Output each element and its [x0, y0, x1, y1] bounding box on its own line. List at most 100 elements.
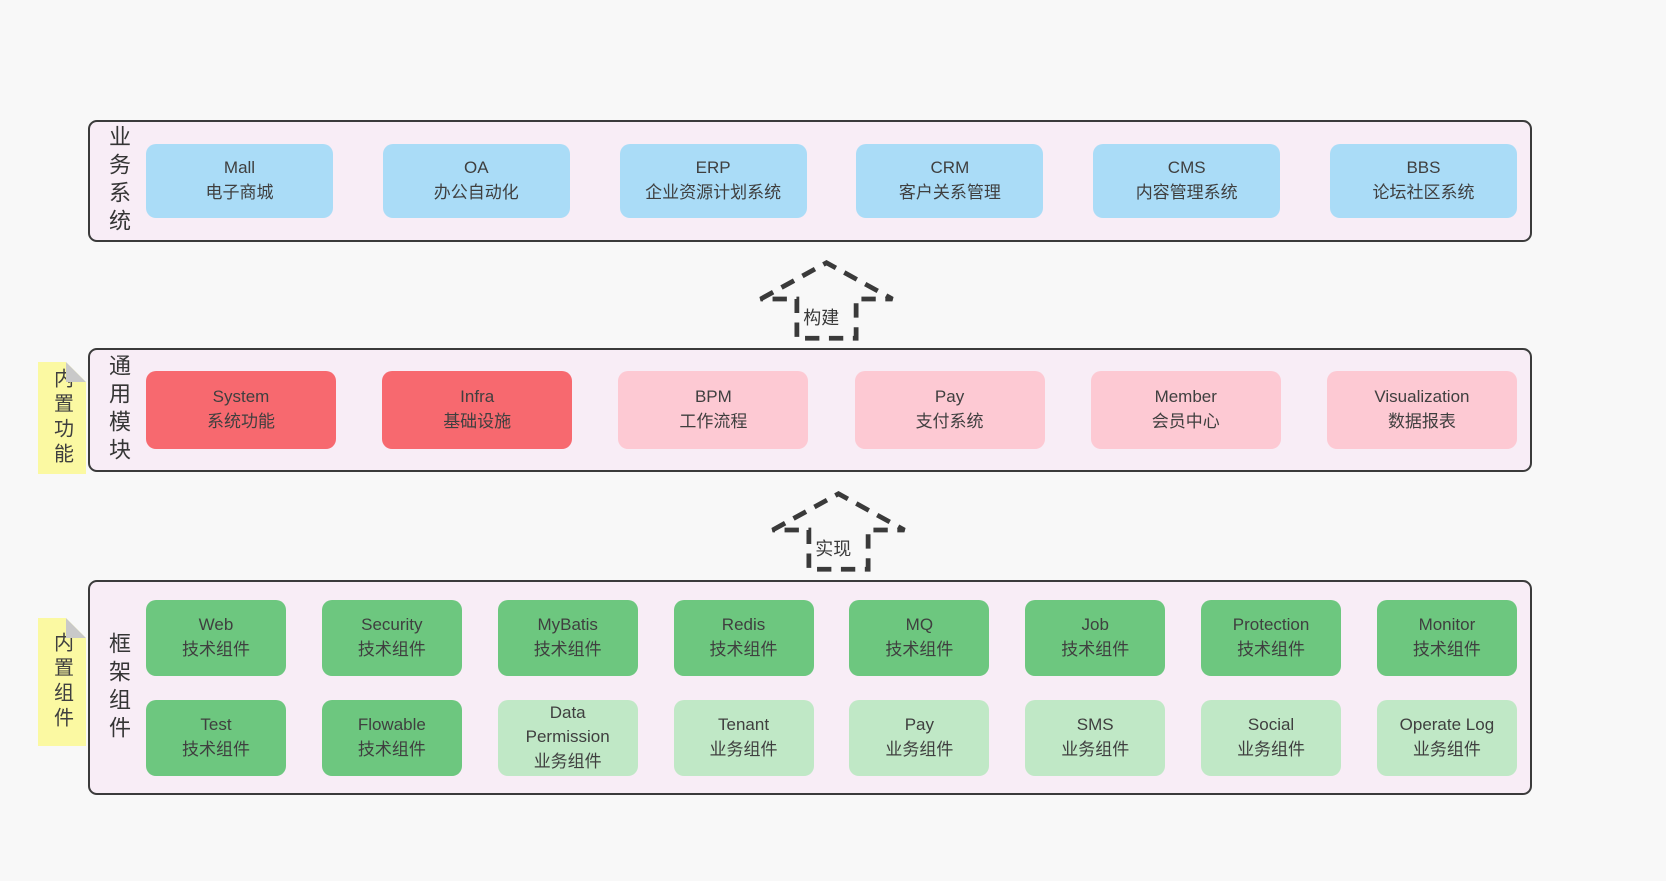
box-subtitle: 技术组件: [357, 739, 426, 759]
box-title: Mall: [223, 158, 256, 178]
framework-components-panel-label: 框架组件: [106, 631, 131, 744]
box-title: Visualization: [1374, 387, 1470, 407]
box-title: BPM: [694, 387, 732, 407]
box-title: Web: [198, 614, 234, 634]
box-bpm: BPM 工作流程: [618, 371, 809, 449]
box-subtitle: 电子商城: [205, 183, 274, 202]
box-subtitle: 业务组件: [1412, 739, 1481, 759]
box-subtitle: 技术组件: [1061, 639, 1130, 659]
box-subtitle: 技术组件: [182, 639, 250, 659]
box-protection: Protection 技术组件: [1201, 599, 1342, 676]
sticky-fold-corner-icon: [66, 362, 86, 382]
box-subtitle: 内容管理系统: [1135, 183, 1238, 202]
box-title: CRM: [930, 158, 970, 178]
box-title: Flowable: [357, 714, 426, 734]
box-subtitle: 论坛社区系统: [1372, 183, 1475, 202]
framework-components-row-1: Web 技术组件 Security 技术组件 MyBatis 技术组件 Redi…: [146, 599, 1517, 676]
dashed-up-arrow-icon: [759, 260, 894, 341]
common-modules-panel-label: 通用模块: [106, 354, 131, 466]
common-modules-panel: 通用模块 System 系统功能 Infra 基础设施 BPM 工作流程 Pay…: [88, 348, 1532, 472]
box-title: CMS: [1167, 158, 1206, 178]
box-mybatis: MyBatis 技术组件: [497, 599, 638, 676]
box-title: BBS: [1406, 158, 1441, 178]
box-subtitle: 企业资源计划系统: [645, 183, 782, 202]
box-title: Member: [1154, 387, 1217, 407]
framework-components-grid: Web 技术组件 Security 技术组件 MyBatis 技术组件 Redi…: [146, 582, 1530, 793]
sticky-built-in-components-label: 内置组件: [50, 632, 73, 732]
box-cms: CMS 内容管理系统: [1093, 144, 1281, 218]
box-subtitle: 业务组件: [885, 739, 954, 759]
box-subtitle: 基础设施: [443, 412, 512, 431]
common-modules-row: System 系统功能 Infra 基础设施 BPM 工作流程 Pay 支付系统…: [146, 350, 1530, 470]
box-sms: SMS 业务组件: [1025, 699, 1166, 776]
arrow-implement: 实现: [766, 488, 911, 574]
box-title: Pay: [934, 387, 965, 407]
box-subtitle: 工作流程: [679, 412, 748, 431]
business-systems-panel: 业务系统 Mall 电子商城 OA 办公自动化 ERP 企业资源计划系统 CRM…: [88, 120, 1532, 242]
box-member: Member 会员中心: [1090, 371, 1281, 449]
box-subtitle: 支付系统: [915, 412, 984, 431]
box-oa: OA 办公自动化: [382, 144, 570, 218]
sticky-built-in-components: 内置组件: [38, 618, 86, 746]
box-job: Job 技术组件: [1025, 599, 1166, 676]
box-flowable: Flowable 技术组件: [321, 699, 462, 776]
box-operate-log: Operate Log 业务组件: [1376, 699, 1517, 776]
box-subtitle: 技术组件: [1412, 639, 1481, 659]
box-title: Data Permission: [525, 702, 610, 747]
box-title: MQ: [905, 614, 934, 634]
box-subtitle: 业务组件: [1237, 739, 1306, 759]
box-title: Protection: [1232, 614, 1310, 634]
box-title: Job: [1081, 614, 1109, 634]
box-data-permission: Data Permission 业务组件: [497, 699, 638, 776]
box-subtitle: 办公自动化: [433, 183, 519, 202]
business-systems-panel-label: 业务系统: [106, 125, 131, 237]
box-subtitle: 业务组件: [1061, 739, 1130, 759]
sticky-built-in-features-label: 内置功能: [50, 368, 73, 468]
box-bbs: BBS 论坛社区系统: [1329, 144, 1517, 218]
box-subtitle: 客户关系管理: [898, 183, 1001, 202]
framework-components-panel: 框架组件 Web 技术组件 Security 技术组件 MyBatis 技术组件…: [88, 580, 1532, 795]
framework-components-row-2: Test 技术组件 Flowable 技术组件 Data Permission …: [146, 699, 1517, 776]
box-subtitle: 业务组件: [709, 739, 778, 759]
box-title: MyBatis: [537, 614, 598, 634]
business-systems-row: Mall 电子商城 OA 办公自动化 ERP 企业资源计划系统 CRM 客户关系…: [146, 122, 1530, 240]
box-pay-component: Pay 业务组件: [849, 699, 990, 776]
box-system: System 系统功能: [146, 371, 336, 449]
box-title: Tenant: [718, 714, 770, 734]
box-title: Security: [361, 614, 423, 634]
box-erp: ERP 企业资源计划系统: [619, 144, 807, 218]
box-subtitle: 业务组件: [533, 751, 602, 771]
box-subtitle: 技术组件: [357, 639, 426, 659]
box-tenant: Tenant 业务组件: [673, 699, 814, 776]
dashed-up-arrow-icon: [771, 491, 906, 572]
box-title: Operate Log: [1399, 714, 1495, 734]
box-test: Test 技术组件: [146, 699, 286, 776]
box-subtitle: 系统功能: [207, 412, 275, 431]
box-title: SMS: [1076, 714, 1114, 734]
box-subtitle: 技术组件: [709, 639, 778, 659]
box-subtitle: 技术组件: [1237, 639, 1306, 659]
box-redis: Redis 技术组件: [673, 599, 814, 676]
box-mq: MQ 技术组件: [849, 599, 990, 676]
box-subtitle: 会员中心: [1151, 412, 1220, 431]
box-monitor: Monitor 技术组件: [1376, 599, 1517, 676]
arrow-implement-label: 实现: [811, 534, 856, 562]
box-title: OA: [464, 158, 489, 178]
box-mall: Mall 电子商城: [146, 144, 333, 218]
box-web: Web 技术组件: [146, 599, 286, 676]
sticky-built-in-features: 内置功能: [38, 362, 86, 474]
box-title: System: [212, 387, 270, 407]
box-social: Social 业务组件: [1201, 699, 1342, 776]
box-title: Monitor: [1418, 614, 1476, 634]
box-subtitle: 技术组件: [533, 639, 602, 659]
box-title: Infra: [460, 387, 495, 407]
box-title: Redis: [721, 614, 766, 634]
box-security: Security 技术组件: [321, 599, 462, 676]
box-visualization: Visualization 数据报表: [1326, 371, 1517, 449]
box-crm: CRM 客户关系管理: [856, 144, 1044, 218]
box-title: Pay: [904, 714, 935, 734]
box-infra: Infra 基础设施: [382, 371, 573, 449]
arrow-build: 构建: [754, 257, 899, 343]
box-pay-system: Pay 支付系统: [854, 371, 1045, 449]
